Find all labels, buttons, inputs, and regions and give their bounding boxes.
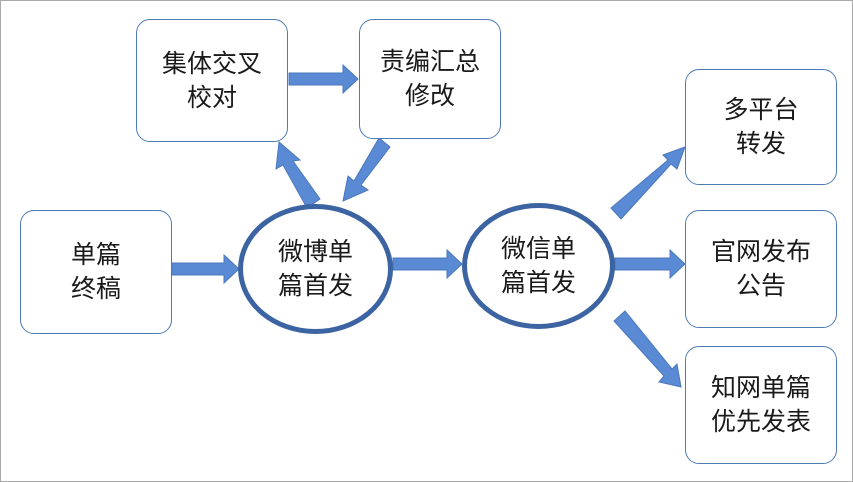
- arrow-cross-to-editor: [288, 63, 359, 95]
- node-official-site-notice: 官网发布 公告: [685, 210, 837, 328]
- node-final-draft: 单篇 终稿: [20, 210, 172, 334]
- node-weibo-first-release: 微博单 篇首发: [238, 204, 393, 334]
- node-editor-revision: 责编汇总 修改: [359, 19, 501, 139]
- node-cnki-priority-publish-label: 知网单篇 优先发表: [710, 373, 811, 436]
- node-cnki-priority-publish: 知网单篇 优先发表: [685, 346, 837, 464]
- node-editor-revision-label: 责编汇总 修改: [379, 47, 480, 110]
- node-wechat-first-release: 微信单 篇首发: [462, 203, 615, 329]
- node-wechat-first-release-label: 微信单 篇首发: [500, 234, 576, 297]
- arrow-wechat-to-official: [614, 248, 686, 280]
- arrow-wechat-to-multi: [610, 146, 686, 220]
- arrow-group: [171, 63, 686, 388]
- node-final-draft-label: 单篇 终稿: [70, 240, 121, 303]
- arrow-editor-to-weibo: [342, 137, 391, 202]
- node-weibo-first-release-label: 微博单 篇首发: [277, 237, 353, 300]
- arrow-wechat-to-cnki: [613, 310, 682, 388]
- arrow-final-to-weibo: [171, 253, 240, 285]
- arrow-weibo-to-cross: [275, 141, 321, 209]
- arrow-weibo-to-wechat: [392, 248, 463, 280]
- node-multi-platform-repost-label: 多平台 转发: [723, 95, 799, 158]
- node-multi-platform-repost: 多平台 转发: [685, 69, 837, 185]
- node-cross-proofreading: 集体交叉 校对: [136, 19, 288, 142]
- node-cross-proofreading-label: 集体交叉 校对: [161, 48, 262, 112]
- node-official-site-notice-label: 官网发布 公告: [710, 237, 811, 300]
